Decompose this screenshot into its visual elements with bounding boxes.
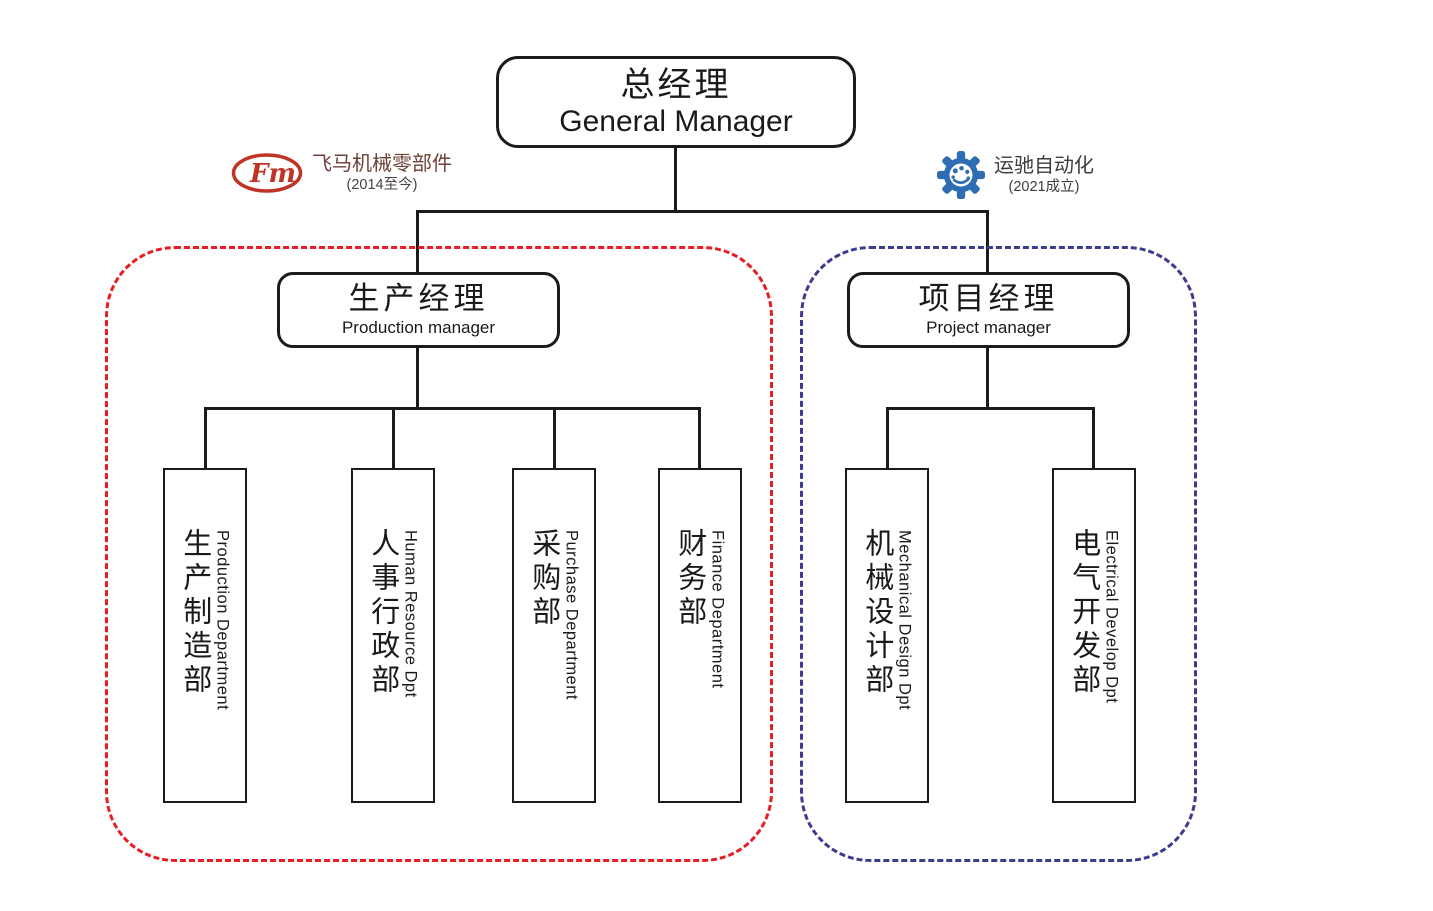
dept-name-en: Purchase Department — [562, 530, 581, 700]
project-manager-title-cn: 项目经理 — [918, 280, 1059, 316]
dept-name-cn: 采购部 — [527, 528, 560, 630]
dept-box-finance-department: 财务部 Finance Department — [658, 468, 742, 803]
connector-line — [416, 210, 419, 274]
company-yunchi-name: 运驰自动化 — [994, 154, 1094, 177]
connector-line — [416, 346, 419, 409]
dept-name-cn: 电气开发部 — [1067, 528, 1100, 698]
dept-name-cn: 财务部 — [673, 528, 706, 630]
company-feima-since: (2014至今) — [346, 177, 418, 193]
production-manager-title-en: Production manager — [341, 317, 496, 337]
connector-line — [698, 407, 701, 469]
connector-line — [886, 407, 889, 469]
dept-name-en: Electrical Develop Dpt — [1102, 530, 1121, 704]
node-general-manager: 总经理 General Manager — [496, 56, 856, 148]
node-project-manager: 项目经理 Project manager — [847, 272, 1130, 348]
dept-box-purchase-department: 采购部 Purchase Department — [512, 468, 596, 803]
company-feima: Fm 飞马机械零部件 (2014至今) — [230, 152, 452, 194]
connector-line — [204, 407, 207, 469]
dept-name-cn: 生产制造部 — [178, 528, 211, 698]
connector-line — [886, 407, 1095, 410]
project-manager-title-en: Project manager — [926, 317, 1051, 337]
connector-line — [392, 407, 395, 469]
dept-box-production-department: 生产制造部 Production Department — [163, 468, 247, 803]
company-yunchi: 运驰自动化 (2021成立) — [936, 150, 1094, 200]
connector-line — [1092, 407, 1095, 469]
dept-box-mechanical-design-dpt: 机械设计部 Mechanical Design Dpt — [845, 468, 929, 803]
connector-line — [416, 210, 988, 213]
dept-name-en: Human Resource Dpt — [401, 530, 420, 698]
connector-line — [986, 210, 989, 274]
general-manager-title-cn: 总经理 — [620, 65, 732, 104]
company-feima-name: 飞马机械零部件 — [312, 153, 452, 175]
connector-line — [674, 146, 677, 212]
node-production-manager: 生产经理 Production manager — [277, 272, 560, 348]
connector-line — [986, 346, 989, 409]
production-group-outline — [105, 246, 773, 862]
dept-name-cn: 人事行政部 — [366, 528, 399, 698]
project-group-outline — [800, 246, 1197, 862]
dept-name-en: Production Department — [213, 530, 232, 711]
general-manager-title-en: General Manager — [559, 105, 793, 139]
dept-box-electrical-develop-dpt: 电气开发部 Electrical Develop Dpt — [1052, 468, 1136, 803]
gear-logo-icon — [937, 151, 985, 199]
fm-logo-text: Fm — [249, 159, 296, 189]
dept-name-en: Mechanical Design Dpt — [895, 530, 914, 711]
company-yunchi-since: (2021成立) — [1008, 178, 1080, 195]
dept-name-en: Finance Department — [708, 530, 727, 689]
fm-oval-logo-icon: Fm — [231, 153, 303, 193]
connector-line — [204, 407, 700, 410]
production-manager-title-cn: 生产经理 — [348, 280, 489, 316]
dept-box-human-resource-dpt: 人事行政部 Human Resource Dpt — [351, 468, 435, 803]
connector-line — [553, 407, 556, 469]
dept-name-cn: 机械设计部 — [860, 528, 893, 698]
